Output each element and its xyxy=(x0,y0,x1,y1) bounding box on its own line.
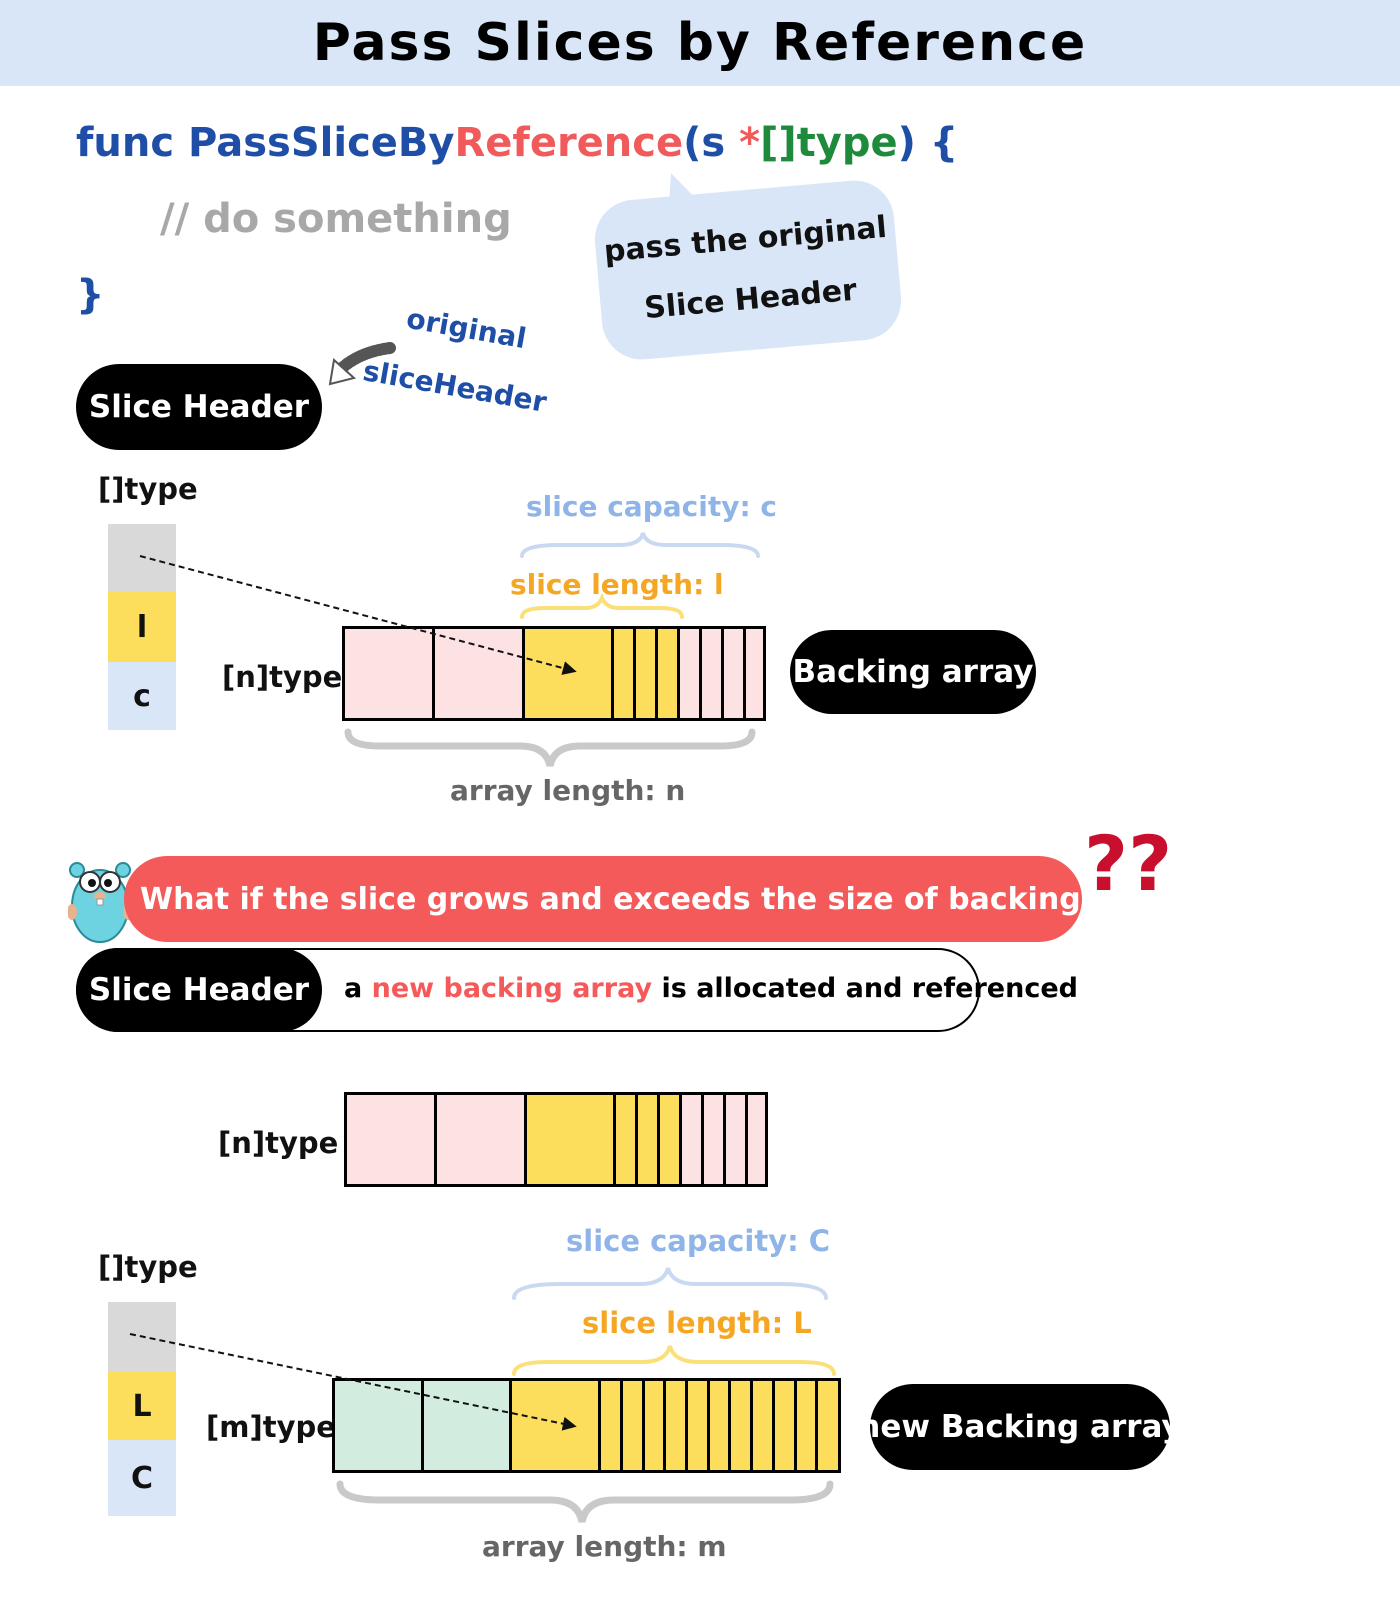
array-cell xyxy=(704,1095,727,1184)
array-cell xyxy=(687,1381,710,1470)
array-cell xyxy=(682,1095,705,1184)
slice-header-pill: Slice Header xyxy=(76,364,322,450)
new-header-cell-length: L xyxy=(108,1372,176,1440)
pointer-line xyxy=(139,555,577,675)
code-close-brace: } xyxy=(76,272,105,318)
new-slice-length-label: slice length: L xyxy=(582,1306,812,1340)
array-cell xyxy=(644,1381,667,1470)
code-func-keyword: func xyxy=(76,120,188,166)
code-comment: // do something xyxy=(160,196,512,242)
allocation-note-end: is allocated and referenced xyxy=(652,973,1078,1004)
array-cell xyxy=(818,1381,838,1470)
length-brace xyxy=(520,592,684,619)
array-cell xyxy=(748,1095,766,1184)
code-param: (s xyxy=(683,120,740,166)
new-slice-type-label: []type xyxy=(98,1250,198,1284)
array-cell xyxy=(436,1095,527,1184)
page-title: Pass Slices by Reference xyxy=(312,13,1088,73)
header-cell-length: l xyxy=(108,592,176,662)
array-cell xyxy=(345,629,435,718)
array-cell xyxy=(614,629,637,718)
allocation-note-start: a xyxy=(344,973,372,1004)
code-signature: func PassSliceByReference(s *[]type) { xyxy=(76,120,958,166)
old-backing-array xyxy=(344,1092,768,1187)
new-header-cell-capacity: C xyxy=(108,1440,176,1516)
new-pointer-line xyxy=(129,1333,577,1431)
new-backing-array xyxy=(332,1378,841,1473)
array-cell xyxy=(774,1381,797,1470)
array-cell xyxy=(638,1095,661,1184)
header-cell-pointer xyxy=(108,524,176,592)
array-cell xyxy=(753,1381,775,1470)
array-cell xyxy=(724,629,747,718)
new-array-length-label: array length: m xyxy=(482,1530,727,1563)
array-cell xyxy=(702,629,725,718)
array-cell xyxy=(601,1381,623,1470)
new-length-brace xyxy=(512,1345,836,1376)
array-cell xyxy=(347,1095,437,1184)
array-cell xyxy=(726,1095,749,1184)
slice-capacity-label: slice capacity: c xyxy=(526,490,778,523)
array-cell xyxy=(616,1095,639,1184)
header-cell-capacity: c xyxy=(108,662,176,730)
allocation-note-highlight: new backing array xyxy=(371,973,653,1004)
slice-type-label: []type xyxy=(98,472,198,506)
array-cell xyxy=(731,1381,754,1470)
array-cell xyxy=(680,629,703,718)
array-cell xyxy=(658,629,681,718)
code-close: ) { xyxy=(897,120,959,166)
code-func-name-b: Reference xyxy=(454,120,684,166)
curved-arrow-icon xyxy=(328,342,396,386)
array-cell xyxy=(423,1381,513,1470)
array-cell xyxy=(746,629,764,718)
new-array-length-brace xyxy=(336,1480,834,1523)
title-banner: Pass Slices by Reference xyxy=(0,0,1400,86)
array-length-brace xyxy=(344,728,756,767)
question-text: What if the slice grows and exceeds the … xyxy=(140,881,1208,917)
new-array-type-label: [m]type xyxy=(206,1410,336,1444)
old-array-type-label: [n]type xyxy=(218,1126,339,1160)
array-cell xyxy=(666,1381,688,1470)
slice-header-pill-2: Slice Header xyxy=(76,948,322,1032)
array-cell xyxy=(526,1095,617,1184)
array-cell xyxy=(434,629,525,718)
code-func-name-a: PassSliceBy xyxy=(188,120,455,166)
array-cell xyxy=(512,1381,602,1470)
code-param-type: []type xyxy=(760,120,898,166)
question-pill: What if the slice grows and exceeds the … xyxy=(124,856,1208,942)
new-capacity-brace xyxy=(512,1267,828,1300)
array-cell xyxy=(796,1381,819,1470)
array-length-label: array length: n xyxy=(450,774,686,807)
backing-array-pill: Backing array xyxy=(790,630,1036,714)
question-marks-icon: ?? xyxy=(1084,819,1173,908)
code-pointer-star: * xyxy=(739,120,761,166)
array-cell xyxy=(335,1381,424,1470)
array-cell xyxy=(636,629,659,718)
new-backing-array-pill: new Backing array xyxy=(858,1384,1182,1470)
allocation-note: a new backing array is allocated and ref… xyxy=(344,973,1078,1004)
capacity-brace xyxy=(520,532,760,558)
slice-length-label: slice length: l xyxy=(510,568,724,601)
new-slice-capacity-label: slice capacity: C xyxy=(566,1224,831,1258)
array-type-label: [n]type xyxy=(222,660,343,694)
array-cell xyxy=(622,1381,645,1470)
array-cell xyxy=(660,1095,683,1184)
array-cell xyxy=(709,1381,732,1470)
